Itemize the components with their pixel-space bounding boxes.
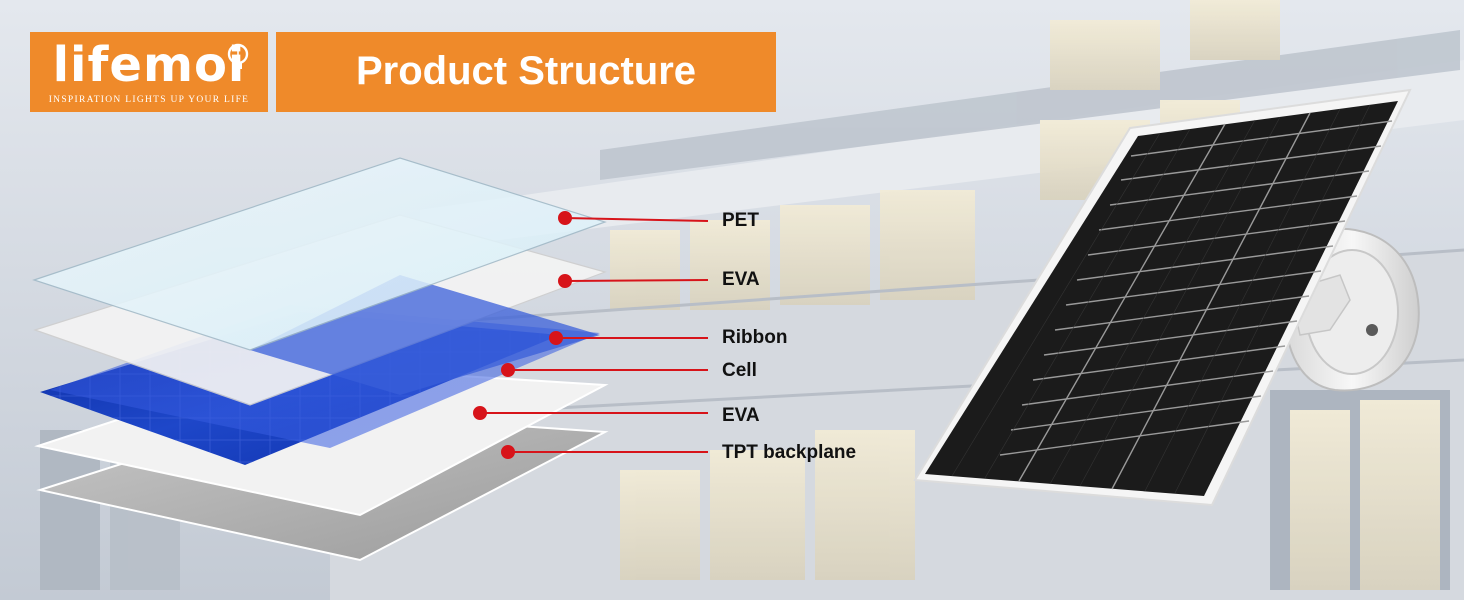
solar-panel-product	[913, 88, 1420, 507]
layer-ribbon-top	[250, 275, 600, 395]
callout-lines	[473, 211, 709, 459]
layer-label-tpt-backplane: TPT backplane	[722, 442, 857, 463]
title-banner: Product Structure	[276, 32, 776, 112]
layer-label-eva-upper: EVA	[722, 269, 760, 290]
layer-label-pet: PET	[722, 210, 759, 231]
solar-panel-surface	[925, 101, 1398, 496]
layer-label-cell: Cell	[722, 360, 757, 381]
brand-tagline: INSPIRATION LIGHTS UP YOUR LIFE	[48, 95, 250, 105]
layer-label-ribbon: Ribbon	[722, 327, 788, 348]
layer-label-eva-lower: EVA	[722, 405, 760, 426]
brand-wordmark: lifemoi	[52, 37, 246, 93]
lightbulb-icon	[227, 43, 249, 69]
building-windows	[40, 0, 1460, 590]
brand-logo: lifemoi INSPIRATION LIGHTS UP YOUR LIFE	[30, 32, 268, 112]
layer-pet	[32, 157, 607, 351]
page-title: Product Structure	[355, 49, 697, 93]
